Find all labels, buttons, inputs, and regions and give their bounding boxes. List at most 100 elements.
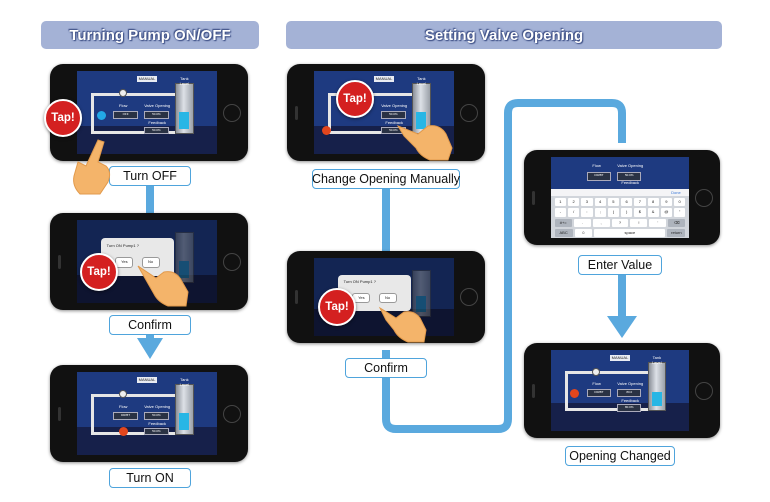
- valve-field[interactable]: 50.0%: [144, 411, 169, 420]
- hmi-screen: MANUAL Flow Valve Opening DR/BT 50.0% Fe…: [77, 372, 217, 455]
- arrow-down-left: [137, 338, 163, 359]
- keyboard-key[interactable]: ABC: [554, 228, 573, 237]
- screen-title: MANUAL: [374, 75, 394, 82]
- tank: Tank Level: [412, 76, 431, 134]
- home-button: [695, 188, 713, 207]
- tank-label: Tank Level: [652, 355, 662, 366]
- valve-field[interactable]: 50.0%: [144, 110, 169, 119]
- feedback-label: Feedback: [621, 397, 639, 403]
- keyboard-key[interactable]: -: [554, 208, 566, 217]
- dialog-yes-button[interactable]: Yes: [115, 257, 134, 268]
- keyboard-key[interactable]: ☺: [574, 228, 593, 237]
- tank-label: Tank Level: [416, 76, 427, 87]
- keyboard-key[interactable]: ;: [594, 208, 606, 217]
- keyboard-key[interactable]: 5: [607, 198, 619, 207]
- keyboard-key[interactable]: ': [649, 218, 667, 227]
- home-button: [695, 381, 713, 400]
- keyboard-key[interactable]: 2: [568, 198, 580, 207]
- feedback-label: Feedback: [148, 420, 166, 426]
- hand-pointer-icon: [396, 124, 453, 161]
- step-change-opening: Change Opening Manually: [312, 169, 460, 189]
- hand-pointer-icon: [73, 139, 111, 195]
- pump-icon[interactable]: [322, 125, 332, 135]
- keyboard-key[interactable]: return: [667, 228, 686, 237]
- step-enter-value: Enter Value: [578, 255, 662, 275]
- hmi-screen: MANUAL Flow Valve Opening OFF 50.0% Feed…: [77, 71, 217, 154]
- keyboard-key[interactable]: 3: [581, 198, 593, 207]
- keyboard-key[interactable]: !: [630, 218, 648, 227]
- keyboard-key[interactable]: 9: [660, 198, 672, 207]
- valve-label: Valve Opening: [144, 403, 171, 409]
- right-section-title: Setting Valve Opening: [286, 21, 722, 49]
- hand-pointer-icon: [378, 306, 427, 343]
- screen-title: MANUAL: [137, 75, 157, 82]
- keyboard-key[interactable]: ": [674, 208, 686, 217]
- home-button: [223, 252, 241, 271]
- valve-field[interactable]: 50.0%: [381, 110, 406, 119]
- feedback-field: 50.0%: [144, 126, 169, 135]
- hand-pointer-icon: [137, 265, 189, 307]
- valve-label: Valve Opening: [381, 102, 408, 108]
- home-button: [460, 288, 478, 306]
- keyboard-key[interactable]: ⌫: [668, 218, 686, 227]
- pump-icon[interactable]: [96, 110, 106, 120]
- keyboard-key[interactable]: ,: [592, 218, 610, 227]
- dialog-no-button[interactable]: No: [378, 293, 397, 303]
- flow-label: Flow: [592, 380, 601, 386]
- keyboard-key[interactable]: 4: [594, 198, 606, 207]
- keyboard-key[interactable]: $: [634, 208, 646, 217]
- step-turn-on: Turn ON: [109, 468, 191, 488]
- flow-label: Flow: [119, 102, 128, 108]
- flow-field: DR/BT: [586, 171, 611, 181]
- step-opening-changed: Opening Changed: [565, 446, 675, 466]
- keyboard-key[interactable]: #+=: [554, 218, 572, 227]
- step-turn-off: Turn OFF: [109, 166, 191, 186]
- valve-field[interactable]: 80.0: [617, 388, 642, 397]
- keyboard-key[interactable]: 7: [634, 198, 646, 207]
- phone-enter-value: Flow Valve Opening DR/BT 50.0% Feedback …: [524, 150, 720, 245]
- keyboard-key[interactable]: 8: [647, 198, 659, 207]
- arrow-down-right: [607, 316, 637, 338]
- pump-icon[interactable]: [570, 388, 580, 398]
- keyboard-key[interactable]: 1: [554, 198, 566, 207]
- keyboard-key[interactable]: /: [568, 208, 580, 217]
- keyboard-key[interactable]: 6: [621, 198, 633, 207]
- home-button: [223, 103, 241, 122]
- screen-title: MANUAL: [137, 376, 157, 383]
- flow-field: DR/BT: [113, 411, 138, 420]
- keyboard-key[interactable]: (: [607, 208, 619, 217]
- phone-turn-on: MANUAL Flow Valve Opening DR/BT 50.0% Fe…: [50, 365, 248, 462]
- valve-label: Valve Opening: [144, 102, 171, 108]
- home-button: [460, 103, 478, 122]
- keyboard-key[interactable]: .: [573, 218, 591, 227]
- left-section-title: Turning Pump ON/OFF: [41, 21, 259, 49]
- screen-title: MANUAL: [610, 354, 630, 361]
- feedback-label: Feedback: [621, 180, 639, 186]
- dialog-no-button[interactable]: No: [141, 257, 160, 268]
- keyboard-done-button[interactable]: Done: [671, 190, 681, 196]
- keyboard-key[interactable]: 0: [674, 198, 686, 207]
- tank-label: Tank Level: [179, 76, 190, 87]
- hmi-screen: Flow Valve Opening DR/BT 50.0% Feedback …: [551, 157, 689, 238]
- tap-callout: Tap!: [336, 80, 374, 118]
- keyboard-key[interactable]: space: [594, 228, 666, 237]
- tank: Tank Level: [175, 76, 194, 134]
- flow-label: Flow: [592, 163, 601, 169]
- keyboard-key[interactable]: ): [621, 208, 633, 217]
- feedback-field: 80.0%: [617, 404, 642, 412]
- keyboard-key[interactable]: @: [660, 208, 672, 217]
- keyboard-key[interactable]: ?: [611, 218, 629, 227]
- phone-turn-off: MANUAL Flow Valve Opening OFF 50.0% Feed…: [50, 64, 248, 161]
- connector-right-loop: [382, 99, 626, 433]
- keyboard-key[interactable]: &: [647, 208, 659, 217]
- step-confirm-right: Confirm: [345, 358, 427, 378]
- feedback-label: Feedback: [148, 119, 166, 125]
- valve-label: Valve Opening: [617, 380, 644, 386]
- phone-opening-changed: MANUAL Flow Valve Opening DR/BT 80.0 Fee…: [524, 343, 720, 438]
- keyboard-key[interactable]: :: [581, 208, 593, 217]
- pump-icon[interactable]: [119, 426, 128, 436]
- valve-field[interactable]: 50.0%: [617, 171, 642, 181]
- flow-field: DR/BT: [586, 388, 611, 397]
